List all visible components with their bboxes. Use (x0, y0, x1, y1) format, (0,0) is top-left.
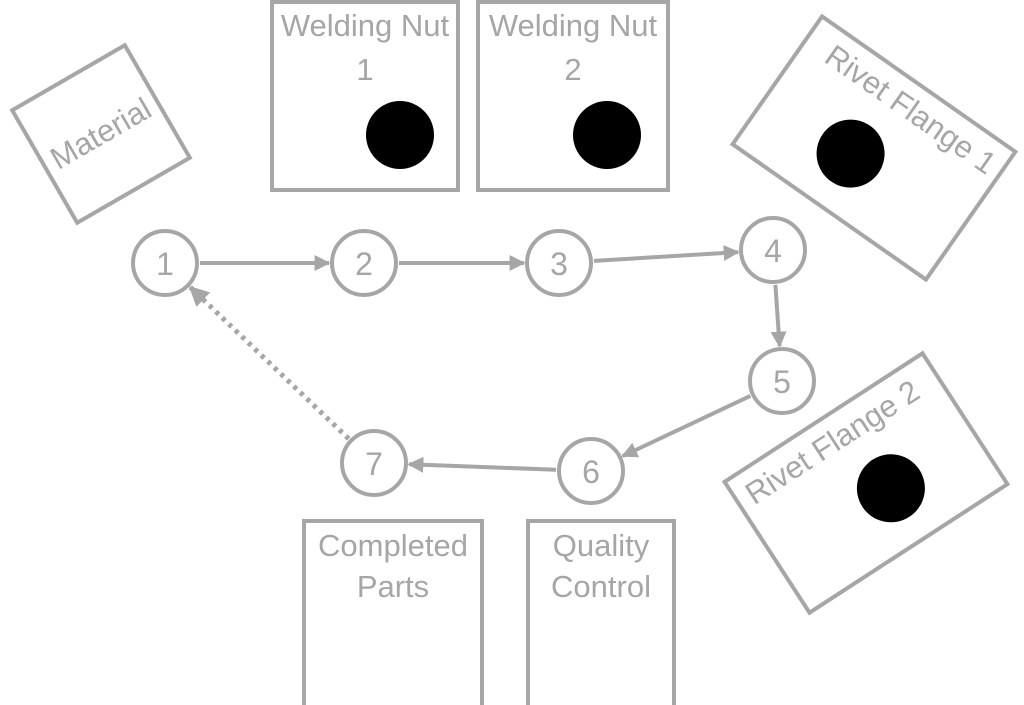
node-6-label: 6 (582, 454, 600, 490)
welding-nut-2-marker (573, 101, 641, 169)
node-7-label: 7 (365, 446, 383, 482)
node-4: 4 (739, 216, 807, 284)
welding-nut-2-label-line1: Welding Nut (489, 8, 658, 43)
rivet-flange-1-marker (816, 119, 885, 188)
flow-edges (188, 244, 787, 473)
node-6-circle (557, 437, 625, 505)
welding-nut-1-station: Welding Nut 1 (270, 0, 460, 192)
node-5: 5 (748, 347, 816, 415)
material-station: Material (9, 42, 193, 226)
node-7-circle (340, 429, 408, 497)
node-5-circle (748, 347, 816, 415)
node-3: 3 (525, 229, 593, 297)
flow-nodes: 1 2 3 4 5 6 7 (131, 216, 816, 505)
quality-control-station: Quality Control (526, 519, 676, 705)
node-2-circle (330, 229, 398, 297)
node-1: 1 (131, 229, 199, 297)
edge-3-to-4 (593, 244, 740, 263)
welding-nut-1-marker (366, 101, 434, 169)
node-4-circle (739, 216, 807, 284)
node-3-label: 3 (550, 246, 568, 282)
node-6: 6 (557, 437, 625, 505)
node-5-label: 5 (773, 364, 791, 400)
node-4-label: 4 (764, 233, 782, 269)
quality-control-label-line2: Control (551, 569, 651, 604)
quality-control-label-line1: Quality (553, 528, 650, 563)
node-2: 2 (330, 229, 398, 297)
node-1-circle (131, 229, 199, 297)
node-3-circle (525, 229, 593, 297)
welding-nut-1-label-line1: Welding Nut (281, 8, 450, 43)
edge-6-to-7 (407, 456, 557, 473)
welding-nut-2-station: Welding Nut 2 (476, 0, 670, 192)
welding-nut-1-label-line2: 1 (356, 52, 373, 87)
edge-5-to-6 (621, 394, 752, 458)
welding-nut-2-label-line2: 2 (564, 52, 581, 87)
node-7: 7 (340, 429, 408, 497)
completed-parts-station: Completed Parts (302, 519, 484, 705)
rivet-flange-2-marker (856, 454, 925, 523)
node-2-label: 2 (355, 246, 373, 282)
edge-4-to-5 (770, 284, 787, 348)
edge-7-to-1 (188, 285, 351, 441)
node-1-label: 1 (156, 246, 174, 282)
completed-parts-label-line2: Parts (357, 569, 429, 604)
completed-parts-label-line1: Completed (318, 528, 468, 563)
